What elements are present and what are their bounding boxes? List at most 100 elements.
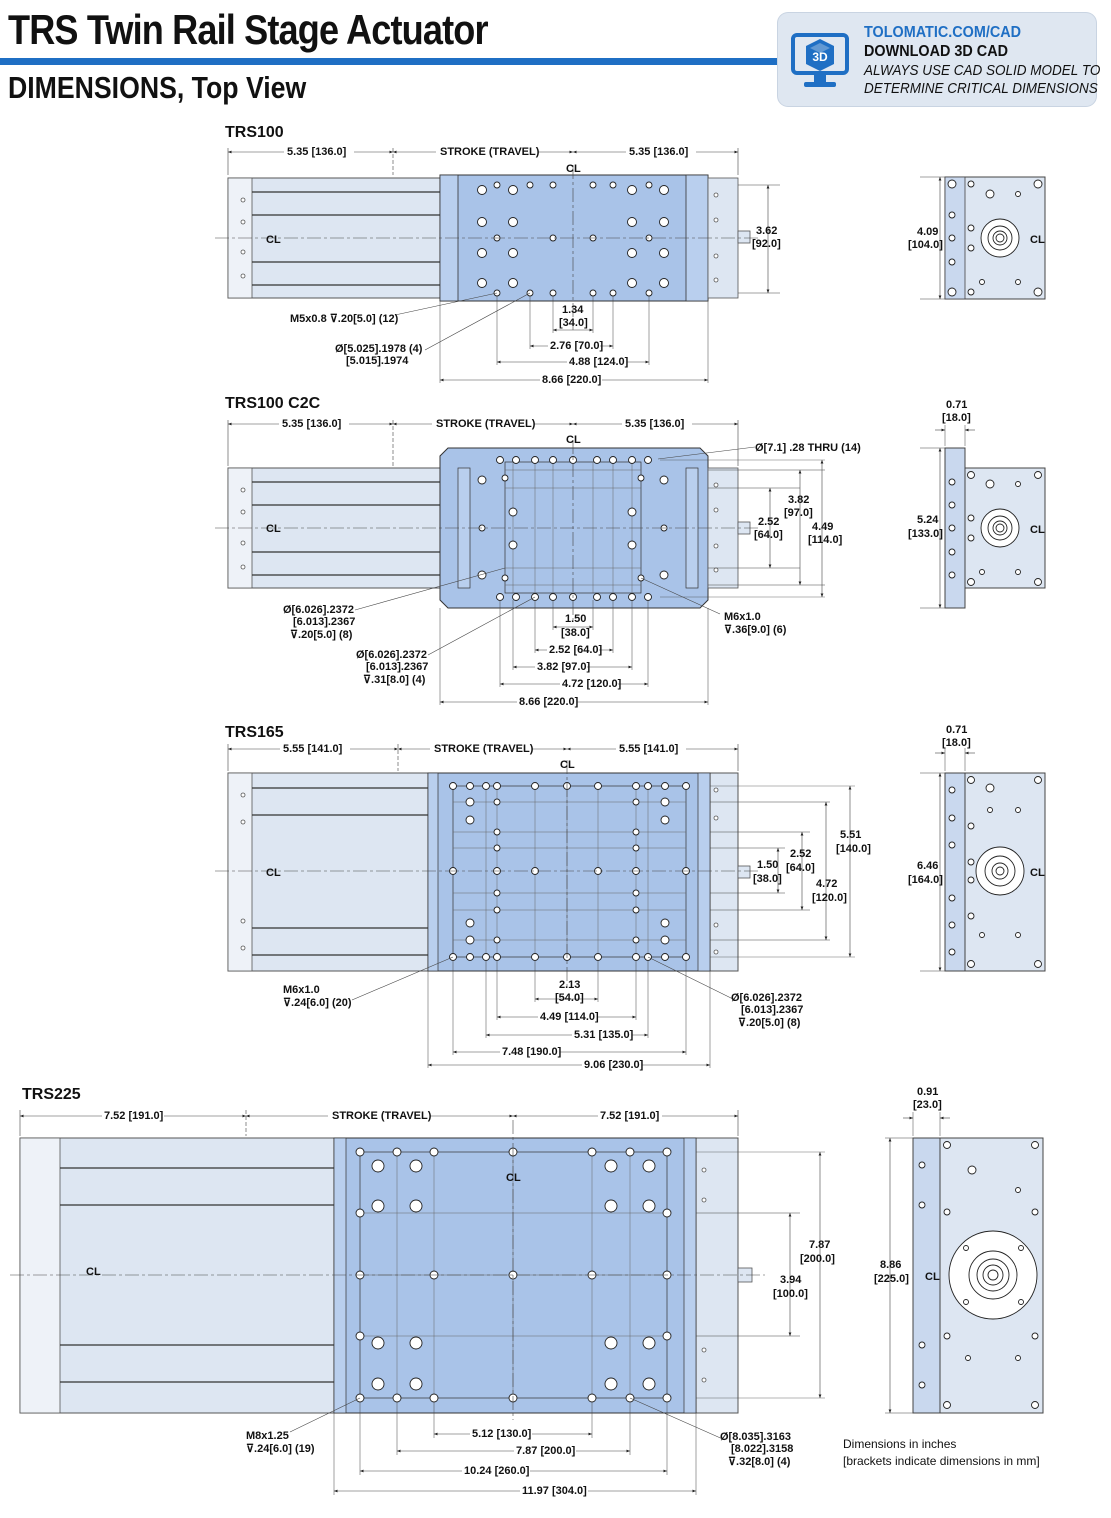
- svg-text:2.52 [64.0]: 2.52 [64.0]: [549, 644, 603, 656]
- svg-text:[18.0]: [18.0]: [942, 737, 971, 749]
- svg-text:[104.0]: [104.0]: [908, 239, 943, 251]
- svg-text:[5.015].1974: [5.015].1974: [346, 355, 409, 367]
- svg-text:7.87 [200.0]: 7.87 [200.0]: [516, 1445, 576, 1457]
- svg-text:M6x1.0: M6x1.0: [724, 611, 761, 623]
- svg-text:3.94: 3.94: [780, 1274, 802, 1286]
- svg-text:[64.0]: [64.0]: [786, 862, 815, 874]
- svg-text:8.86: 8.86: [880, 1259, 901, 1271]
- svg-text:[38.0]: [38.0]: [753, 873, 782, 885]
- units-note-line1: Dimensions in inches: [843, 1437, 957, 1451]
- svg-text:[140.0]: [140.0]: [836, 843, 871, 855]
- svg-text:8.66 [220.0]: 8.66 [220.0]: [542, 374, 602, 386]
- svg-text:4.49 [114.0]: 4.49 [114.0]: [540, 1011, 599, 1023]
- svg-text:11.97 [304.0]: 11.97 [304.0]: [522, 1485, 587, 1497]
- svg-text:[164.0]: [164.0]: [908, 874, 943, 886]
- section-label: TRS100: [225, 124, 284, 141]
- svg-text:0.71: 0.71: [946, 399, 967, 411]
- svg-text:5.55 [141.0]: 5.55 [141.0]: [619, 743, 679, 755]
- cad-action: DOWNLOAD 3D CAD: [864, 43, 1008, 60]
- svg-text:1.34: 1.34: [562, 304, 584, 316]
- cad-note-line2: DETERMINE CRITICAL DIMENSIONS: [864, 80, 1098, 97]
- svg-text:[64.0]: [64.0]: [754, 529, 783, 541]
- svg-text:CL: CL: [1030, 524, 1045, 536]
- svg-text:CL: CL: [1030, 867, 1045, 879]
- svg-text:Ø[6.026].2372: Ø[6.026].2372: [356, 649, 427, 661]
- svg-text:2.52: 2.52: [790, 848, 811, 860]
- svg-text:⊽.24[6.0] (19): ⊽.24[6.0] (19): [246, 1443, 315, 1455]
- svg-text:[133.0]: [133.0]: [908, 528, 943, 540]
- svg-text:3.82 [97.0]: 3.82 [97.0]: [537, 661, 591, 673]
- svg-text:2.13: 2.13: [559, 979, 580, 991]
- svg-text:Ø[6.026].2372: Ø[6.026].2372: [731, 992, 802, 1004]
- svg-text:2.52: 2.52: [758, 516, 779, 528]
- svg-text:[114.0]: [114.0]: [808, 534, 843, 546]
- svg-text:⊽.20[5.0] (8): ⊽.20[5.0] (8): [290, 629, 353, 641]
- centerline-label: CL: [266, 234, 281, 246]
- svg-text:[6.013].2367: [6.013].2367: [366, 661, 428, 673]
- svg-text:5.12 [130.0]: 5.12 [130.0]: [472, 1428, 532, 1440]
- cad-link[interactable]: TOLOMATIC.COM/CAD: [864, 24, 1022, 41]
- svg-text:1.50: 1.50: [565, 613, 586, 625]
- svg-text:[225.0]: [225.0]: [874, 1273, 909, 1285]
- svg-text:5.35 [136.0]: 5.35 [136.0]: [625, 418, 685, 430]
- svg-text:7.48 [190.0]: 7.48 [190.0]: [502, 1046, 562, 1058]
- section-label: TRS165: [225, 724, 284, 741]
- svg-text:[97.0]: [97.0]: [784, 507, 813, 519]
- svg-text:0.71: 0.71: [946, 724, 967, 736]
- svg-text:⊽.31[8.0] (4): ⊽.31[8.0] (4): [363, 674, 426, 686]
- svg-text:⊽.36[9.0] (6): ⊽.36[9.0] (6): [724, 624, 787, 636]
- svg-text:5.35 [136.0]: 5.35 [136.0]: [287, 146, 347, 158]
- svg-text:STROKE (TRAVEL): STROKE (TRAVEL): [332, 1110, 432, 1122]
- units-note-line2: [brackets indicate dimensions in mm]: [843, 1454, 1040, 1468]
- svg-text:4.09: 4.09: [917, 226, 938, 238]
- section-trs165: TRS165 CL CL: [215, 724, 1046, 1071]
- svg-text:CL: CL: [86, 1266, 101, 1278]
- svg-text:STROKE (TRAVEL): STROKE (TRAVEL): [434, 743, 534, 755]
- svg-text:STROKE (TRAVEL): STROKE (TRAVEL): [440, 146, 540, 158]
- svg-text:4.88 [124.0]: 4.88 [124.0]: [569, 356, 629, 368]
- section-trs100-c2c: TRS100 C2C CL CL: [215, 395, 1046, 708]
- title-rule: [0, 58, 780, 65]
- svg-text:[6.013].2367: [6.013].2367: [293, 616, 355, 628]
- svg-text:Ø[5.025].1978 (4): Ø[5.025].1978 (4): [335, 343, 423, 355]
- svg-text:5.31 [135.0]: 5.31 [135.0]: [574, 1029, 634, 1041]
- section-trs100: TRS100 CL CL: [215, 124, 1046, 386]
- svg-text:5.35 [136.0]: 5.35 [136.0]: [282, 418, 342, 430]
- svg-text:STROKE (TRAVEL): STROKE (TRAVEL): [436, 418, 536, 430]
- cad-note-line1: ALWAYS USE CAD SOLID MODEL TO: [864, 62, 1101, 79]
- svg-text:4.49: 4.49: [812, 521, 833, 533]
- svg-text:CL: CL: [566, 434, 581, 446]
- svg-text:10.24 [260.0]: 10.24 [260.0]: [464, 1465, 530, 1477]
- svg-text:[100.0]: [100.0]: [773, 1288, 808, 1300]
- svg-text:[34.0]: [34.0]: [559, 317, 588, 329]
- svg-text:5.51: 5.51: [840, 829, 861, 841]
- svg-text:7.52 [191.0]: 7.52 [191.0]: [104, 1110, 164, 1122]
- svg-text:6.46: 6.46: [917, 860, 938, 872]
- svg-text:CL: CL: [1030, 234, 1045, 246]
- svg-text:⊽.32[8.0] (4): ⊽.32[8.0] (4): [728, 1456, 791, 1468]
- svg-text:2.76 [70.0]: 2.76 [70.0]: [550, 340, 604, 352]
- svg-text:5.35 [136.0]: 5.35 [136.0]: [629, 146, 689, 158]
- page-title: TRS Twin Rail Stage Actuator: [8, 6, 489, 53]
- svg-text:8.66 [220.0]: 8.66 [220.0]: [519, 696, 579, 708]
- svg-text:[38.0]: [38.0]: [561, 627, 590, 639]
- svg-text:M5x0.8 ⊽.20[5.0] (12): M5x0.8 ⊽.20[5.0] (12): [290, 313, 399, 325]
- svg-text:5.55 [141.0]: 5.55 [141.0]: [283, 743, 343, 755]
- cad-icon-text: 3D: [812, 50, 828, 64]
- svg-text:CL: CL: [266, 523, 281, 535]
- svg-text:M8x1.25: M8x1.25: [246, 1430, 289, 1442]
- svg-text:CL: CL: [266, 867, 281, 879]
- svg-text:0.91: 0.91: [917, 1086, 938, 1098]
- svg-text:[8.022].3158: [8.022].3158: [731, 1443, 793, 1455]
- cad-download-box[interactable]: 3D TOLOMATIC.COM/CAD DOWNLOAD 3D CAD ALW…: [778, 13, 1100, 106]
- svg-text:[120.0]: [120.0]: [812, 892, 847, 904]
- svg-text:3.82: 3.82: [788, 494, 809, 506]
- svg-text:CL: CL: [560, 759, 575, 771]
- svg-text:[6.013].2367: [6.013].2367: [741, 1004, 803, 1016]
- svg-text:3.62: 3.62: [756, 225, 777, 237]
- centerline-label: CL: [566, 163, 581, 175]
- svg-text:M6x1.0: M6x1.0: [283, 984, 320, 996]
- svg-text:CL: CL: [506, 1172, 521, 1184]
- svg-text:[23.0]: [23.0]: [913, 1099, 942, 1111]
